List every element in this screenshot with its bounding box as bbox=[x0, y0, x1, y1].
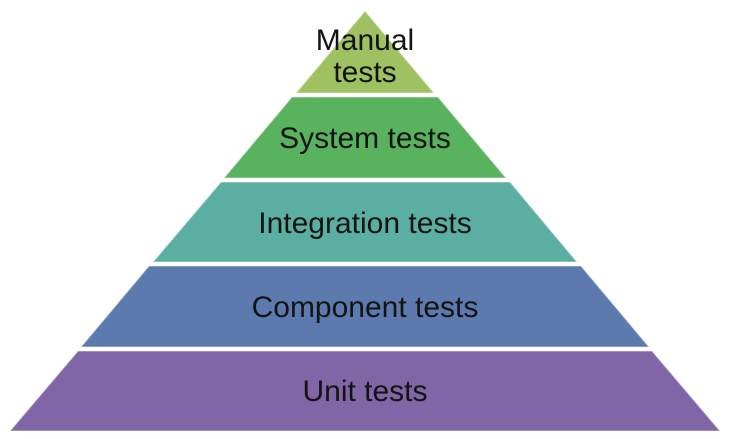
layer-label-integration: Integration tests bbox=[258, 207, 471, 240]
layer-label-manual-line1: Manual bbox=[316, 24, 414, 57]
pyramid-layer-unit-tests bbox=[9, 350, 721, 432]
pyramid-layer-component-tests bbox=[80, 265, 650, 348]
layer-label-manual-line2: tests bbox=[333, 56, 396, 89]
pyramid-layer-system-tests bbox=[223, 96, 507, 179]
pyramid-layer-integration-tests bbox=[152, 181, 578, 263]
layer-label-component: Component tests bbox=[252, 291, 479, 324]
pyramid-layer-manual-tests bbox=[295, 10, 435, 94]
layer-label-unit: Unit tests bbox=[302, 375, 427, 408]
layer-label-system: System tests bbox=[279, 122, 451, 155]
